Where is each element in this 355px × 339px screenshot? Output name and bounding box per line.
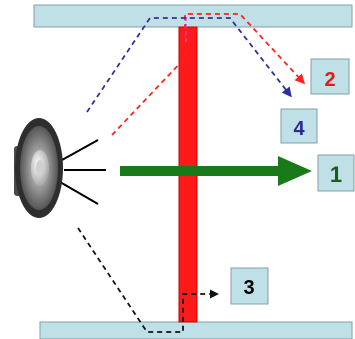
label-4-text: 4 — [293, 118, 305, 140]
path-3-line — [77, 227, 219, 333]
label-1-box: 1 — [317, 154, 355, 192]
label-3-text: 3 — [243, 277, 254, 299]
label-2-box: 2 — [310, 58, 350, 95]
label-2-text: 2 — [324, 69, 335, 91]
path-4-line — [86, 17, 292, 113]
label-1-text: 1 — [330, 162, 342, 187]
floor-panel — [39, 321, 353, 339]
ceiling-panel — [33, 4, 353, 28]
path-2-line — [111, 13, 306, 136]
label-3-box: 3 — [230, 267, 269, 305]
sound-ray-upper — [61, 139, 99, 161]
sound-ray-lower — [59, 181, 99, 205]
speaker-icon — [14, 118, 63, 218]
label-4-box: 4 — [280, 108, 318, 144]
path-1-arrow — [120, 156, 312, 186]
